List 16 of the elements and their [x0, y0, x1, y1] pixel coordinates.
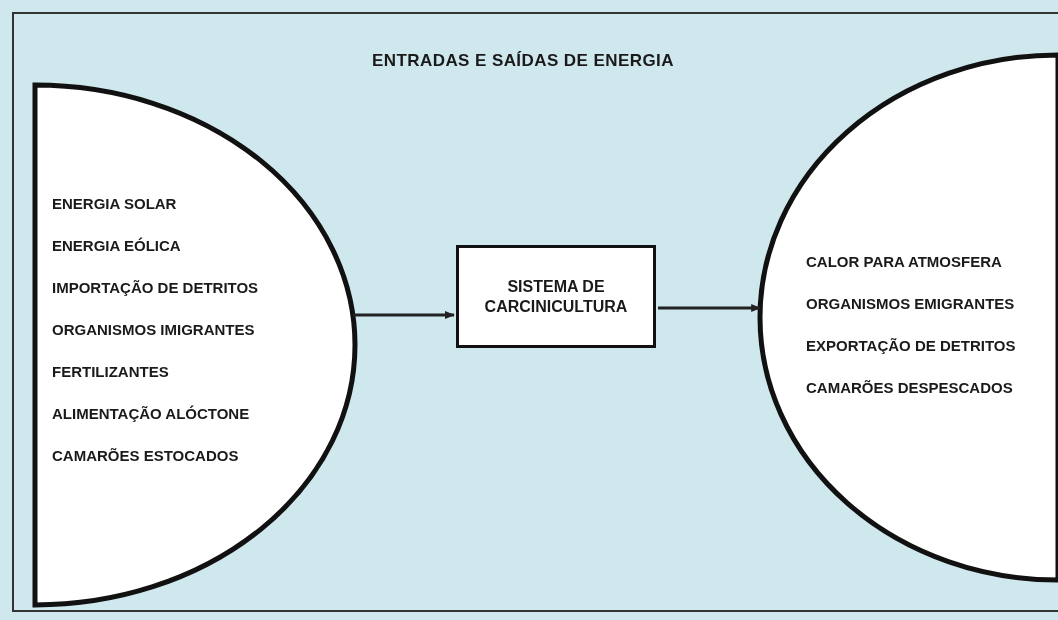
- diagram-title: ENTRADAS E SAÍDAS DE ENERGIA: [372, 50, 674, 72]
- box-label: SISTEMA DE CARCINICULTURA: [483, 276, 629, 317]
- list-item: ORGANISMOS EMIGRANTES: [806, 294, 1015, 314]
- list-item: FERTILIZANTES: [52, 362, 169, 382]
- arrow: [658, 304, 762, 312]
- list-item: ORGANISMOS IMIGRANTES: [52, 320, 255, 340]
- list-item: EXPORTAÇÃO DE DETRITOS: [806, 336, 1016, 356]
- list-item: IMPORTAÇÃO DE DETRITOS: [52, 278, 259, 298]
- list-item: CALOR PARA ATMOSFERA: [806, 252, 1002, 272]
- list-item: ALIMENTAÇÃO ALÓCTONE: [52, 404, 250, 424]
- list-item: ENERGIA SOLAR: [52, 194, 177, 214]
- list-item: CAMARÕES DESPESCADOS: [806, 378, 1013, 398]
- process-box: [456, 245, 656, 348]
- arrow: [352, 311, 455, 319]
- list-item: ENERGIA EÓLICA: [52, 236, 181, 256]
- list-item: CAMARÕES ESTOCADOS: [52, 446, 239, 466]
